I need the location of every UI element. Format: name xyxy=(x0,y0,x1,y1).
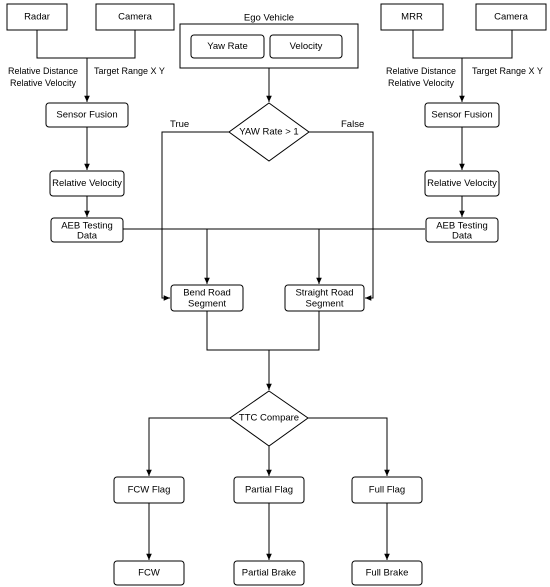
node-fcw-flag: FCW Flag xyxy=(113,476,185,504)
node-partial-flag-label: Partial Flag xyxy=(245,485,293,496)
node-bend-road-label-2: Segment xyxy=(188,299,226,310)
node-straight-road-segment: Straight Road Segment xyxy=(284,284,365,312)
node-aeb-data-left-label-2: Data xyxy=(77,231,98,242)
node-bend-road-segment: Bend Road Segment xyxy=(170,284,244,312)
node-mrr-label: MRR xyxy=(401,12,423,23)
connector-radar-fusion xyxy=(36,30,90,102)
node-velocity-label: Velocity xyxy=(290,41,323,52)
node-full-flag-label: Full Flag xyxy=(369,485,405,496)
node-partial-brake-label: Partial Brake xyxy=(242,568,296,579)
node-radar: Radar xyxy=(6,3,68,31)
node-straight-road-label-1: Straight Road xyxy=(295,288,353,299)
node-straight-road-label-2: Segment xyxy=(305,299,343,310)
edge-label-right-target: Target Range X Y xyxy=(472,66,543,76)
node-camera-right: Camera xyxy=(475,3,547,31)
connectors xyxy=(36,30,513,560)
connector-false-straight xyxy=(309,131,374,301)
node-decision-ttc-label: TTC Compare xyxy=(239,413,299,424)
node-radar-label: Radar xyxy=(24,12,50,23)
connector-camera-fusion-left xyxy=(87,30,136,59)
node-fcw-flag-label: FCW Flag xyxy=(128,485,171,496)
edge-label-left-velocity: Relative Velocity xyxy=(10,78,77,88)
node-full-brake-label: Full Brake xyxy=(366,568,409,579)
node-rel-velocity-left: Relative Velocity xyxy=(49,170,125,197)
node-camera-left-label: Camera xyxy=(118,12,153,23)
node-aeb-data-left-label-1: AEB Testing xyxy=(61,221,113,232)
connector-bend-merge xyxy=(206,311,269,351)
node-decision-ttc: TTC Compare xyxy=(229,390,309,447)
node-aeb-data-right: AEB Testing Data xyxy=(425,217,499,243)
node-partial-brake: Partial Brake xyxy=(233,560,305,586)
node-sensor-fusion-left: Sensor Fusion xyxy=(45,102,129,128)
node-decision-yaw: YAW Rate > 1 xyxy=(228,102,310,162)
node-mrr: MRR xyxy=(380,3,444,31)
node-yaw-rate: Yaw Rate xyxy=(190,34,265,59)
connector-straight-merge xyxy=(269,311,320,351)
edge-label-left-target: Target Range X Y xyxy=(94,66,165,76)
edge-label-false: False xyxy=(341,119,364,130)
node-fcw-label: FCW xyxy=(138,568,160,579)
connector-camera-fusion-right xyxy=(462,30,513,59)
edge-label-right-velocity: Relative Velocity xyxy=(388,78,455,88)
node-camera-right-label: Camera xyxy=(494,12,529,23)
node-fcw: FCW xyxy=(113,560,185,586)
node-full-brake: Full Brake xyxy=(351,560,423,586)
connector-ttc-full xyxy=(308,417,390,476)
node-sensor-fusion-right: Sensor Fusion xyxy=(424,102,500,128)
node-full-flag: Full Flag xyxy=(351,476,423,504)
node-rel-velocity-right-label: Relative Velocity xyxy=(427,178,497,189)
node-aeb-data-right-label-2: Data xyxy=(452,231,473,242)
node-sensor-fusion-left-label: Sensor Fusion xyxy=(56,110,117,121)
edge-label-left-distance: Relative Distance xyxy=(8,66,78,76)
node-aeb-data-left: AEB Testing Data xyxy=(50,217,124,243)
node-yaw-rate-label: Yaw Rate xyxy=(207,41,247,52)
node-decision-yaw-label: YAW Rate > 1 xyxy=(239,127,298,138)
node-rel-velocity-left-label: Relative Velocity xyxy=(52,178,122,189)
node-sensor-fusion-right-label: Sensor Fusion xyxy=(431,110,492,121)
node-partial-flag: Partial Flag xyxy=(233,476,305,504)
node-aeb-data-right-label-1: AEB Testing xyxy=(436,221,488,232)
node-rel-velocity-right: Relative Velocity xyxy=(424,170,500,197)
node-velocity: Velocity xyxy=(269,34,343,59)
connector-ttc-fcw xyxy=(146,417,230,476)
node-bend-road-label-1: Bend Road xyxy=(183,288,231,299)
node-ego-vehicle-label: Ego Vehicle xyxy=(244,13,294,24)
edge-label-right-distance: Relative Distance xyxy=(386,66,456,76)
node-camera-left: Camera xyxy=(95,3,175,31)
connector-true-bend xyxy=(161,131,229,301)
connector-mrr-fusion xyxy=(412,30,465,102)
edge-label-true: True xyxy=(170,119,189,130)
